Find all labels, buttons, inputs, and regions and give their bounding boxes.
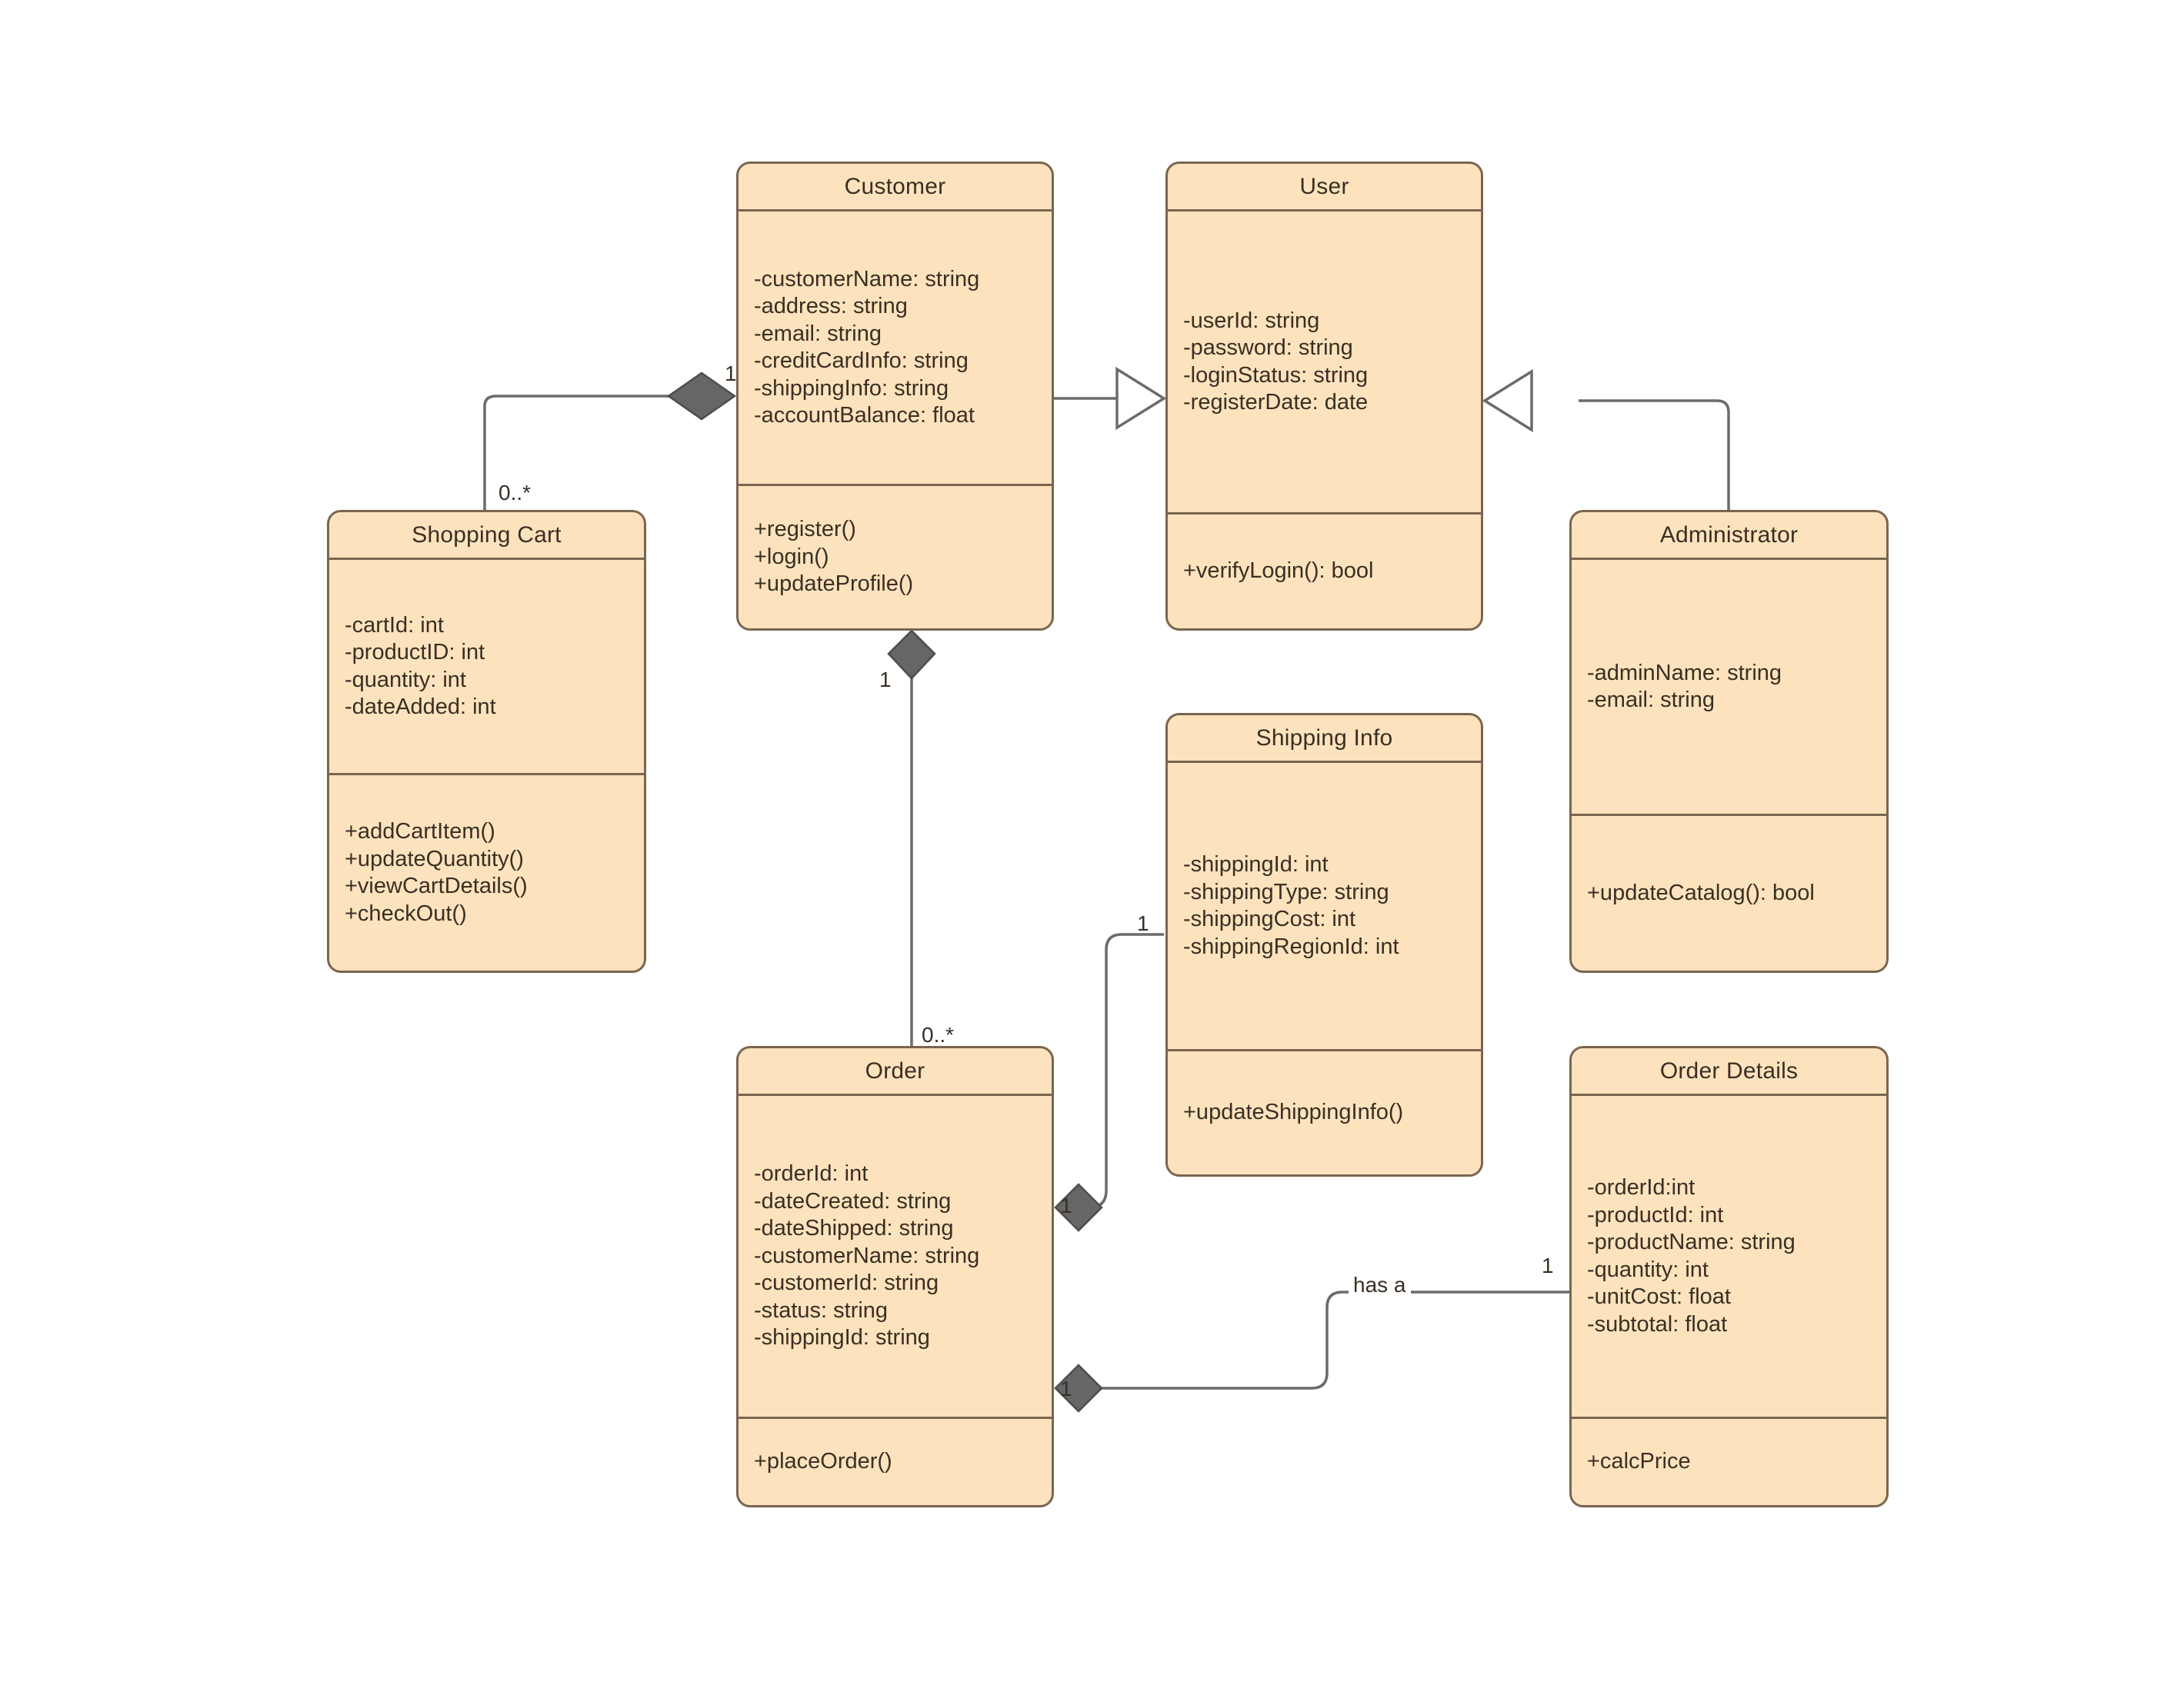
attribute-line: -email: string [754, 321, 882, 346]
operation-line: +checkOut() [345, 901, 467, 926]
attribute-line: -accountBalance: float [754, 403, 975, 428]
attribute-line: -status: string [754, 1297, 889, 1323]
multiplicity-order-details-near-order: 1 [1060, 1377, 1072, 1401]
class-name-order-details: Order Details [1572, 1048, 1886, 1096]
class-operations-order: +placeOrder() [739, 1419, 1052, 1505]
multiplicity-customer-order-target: 0..* [922, 1023, 955, 1047]
operation-line: +login() [754, 544, 829, 569]
multiplicity-customer-order-source: 1 [879, 668, 892, 691]
attribute-line: -password: string [1183, 335, 1353, 360]
attribute-line: -customerName: string [754, 1243, 980, 1268]
class-operations-shopping-cart: +addCartItem() +updateQuantity() +viewCa… [329, 775, 644, 971]
attribute-line: -unitCost: float [1587, 1284, 1731, 1309]
attribute-line: -creditCardInfo: string [754, 348, 969, 373]
multiplicity-order-shipping-near-order: 1 [1060, 1194, 1072, 1217]
multiplicity-customer-cart-source: 1 [725, 361, 737, 385]
generalization-arrow-customer-user [1115, 366, 1167, 431]
class-name-shopping-cart: Shopping Cart [329, 512, 644, 560]
attribute-line: -adminName: string [1587, 660, 1782, 685]
operation-line: +register() [754, 517, 856, 542]
operation-line: +updateCatalog(): bool [1587, 880, 1815, 905]
operation-line: +calcPrice [1587, 1449, 1691, 1474]
multiplicity-order-details-near-details: 1 [1542, 1254, 1554, 1277]
attribute-line: -customerName: string [754, 266, 980, 291]
class-attributes-order: -orderId: int -dateCreated: string -date… [739, 1096, 1052, 1419]
attribute-line: -dateAdded: int [345, 694, 496, 719]
attribute-line: -registerDate: date [1183, 390, 1369, 415]
multiplicity-order-shipping-near-info: 1 [1137, 911, 1149, 935]
class-box-user[interactable]: User -userId: string -password: string -… [1165, 162, 1483, 631]
class-box-customer[interactable]: Customer -customerName: string -address:… [736, 162, 1054, 631]
class-operations-customer: +register() +login() +updateProfile() [739, 486, 1052, 628]
class-box-administrator[interactable]: Administrator -adminName: string -email:… [1569, 510, 1889, 973]
edge-order-shipping-info [1054, 933, 1164, 1232]
edge-customer-order [887, 629, 936, 1046]
attribute-line: -productID: int [345, 640, 485, 664]
operation-line: +placeOrder() [754, 1449, 892, 1474]
attribute-line: -subtotal: float [1587, 1311, 1728, 1337]
attribute-line: -dateShipped: string [754, 1216, 954, 1241]
class-name-order: Order [739, 1048, 1052, 1096]
attribute-line: -email: string [1587, 688, 1715, 712]
operation-line: +verifyLogin(): bool [1183, 558, 1374, 584]
attribute-line: -shippingRegionId: int [1183, 934, 1399, 959]
operation-line: +addCartItem() [345, 819, 495, 844]
composition-diamond-customer-order [887, 629, 936, 680]
class-operations-order-details: +calcPrice [1572, 1419, 1886, 1505]
class-operations-shipping-info: +updateShippingInfo() [1168, 1051, 1481, 1174]
attribute-line: -customerId: string [754, 1271, 939, 1296]
attribute-line: -quantity: int [345, 667, 466, 692]
class-attributes-shipping-info: -shippingId: int -shippingType: string -… [1168, 763, 1481, 1051]
class-operations-user: +verifyLogin(): bool [1168, 515, 1481, 628]
class-operations-administrator: +updateCatalog(): bool [1572, 816, 1886, 971]
class-attributes-customer: -customerName: string -address: string -… [739, 212, 1052, 486]
attribute-line: -loginStatus: string [1183, 362, 1369, 388]
class-name-administrator: Administrator [1572, 512, 1886, 560]
edge-customer-user [1054, 366, 1167, 431]
attribute-line: -productName: string [1587, 1230, 1796, 1254]
attribute-line: -cartId: int [345, 612, 444, 638]
attribute-line: -shippingId: string [754, 1325, 930, 1351]
operation-line: +viewCartDetails() [345, 874, 528, 898]
class-attributes-shopping-cart: -cartId: int -productID: int -quantity: … [329, 560, 644, 775]
edge-administrator-user [1482, 368, 1730, 510]
attribute-line: -userId: string [1183, 308, 1320, 333]
attribute-line: -shippingInfo: string [754, 375, 949, 401]
class-attributes-user: -userId: string -password: string -login… [1168, 212, 1481, 515]
multiplicity-customer-cart-target: 0..* [498, 481, 532, 505]
attribute-line: -shippingId: int [1183, 852, 1329, 877]
class-attributes-administrator: -adminName: string -email: string [1572, 560, 1886, 816]
class-box-shipping-info[interactable]: Shipping Info -shippingId: int -shipping… [1165, 713, 1483, 1177]
attribute-line: -quantity: int [1587, 1257, 1709, 1282]
class-name-shipping-info: Shipping Info [1168, 715, 1481, 763]
attribute-line: -orderId:int [1587, 1175, 1696, 1200]
attribute-line: -dateCreated: string [754, 1188, 952, 1214]
generalization-arrow-administrator-user [1482, 368, 1533, 433]
attribute-line: -orderId: int [754, 1161, 869, 1187]
class-box-shopping-cart[interactable]: Shopping Cart -cartId: int -productID: i… [327, 510, 646, 973]
attribute-line: -shippingType: string [1183, 879, 1389, 904]
attribute-line: -productId: int [1587, 1202, 1724, 1227]
operation-line: +updateQuantity() [345, 846, 524, 871]
class-name-customer: Customer [739, 164, 1052, 212]
operation-line: +updateProfile() [754, 571, 914, 597]
operation-line: +updateShippingInfo() [1183, 1100, 1404, 1125]
relationship-label-has-a: has a [1349, 1273, 1411, 1297]
class-name-user: User [1168, 164, 1481, 212]
class-box-order-details[interactable]: Order Details -orderId:int -productId: i… [1569, 1046, 1889, 1507]
attribute-line: -shippingCost: int [1183, 907, 1356, 931]
class-box-order[interactable]: Order -orderId: int -dateCreated: string… [736, 1046, 1054, 1507]
edge-order-order-details [1054, 1291, 1569, 1413]
class-attributes-order-details: -orderId:int -productId: int -productNam… [1572, 1096, 1886, 1419]
attribute-line: -address: string [754, 294, 908, 318]
